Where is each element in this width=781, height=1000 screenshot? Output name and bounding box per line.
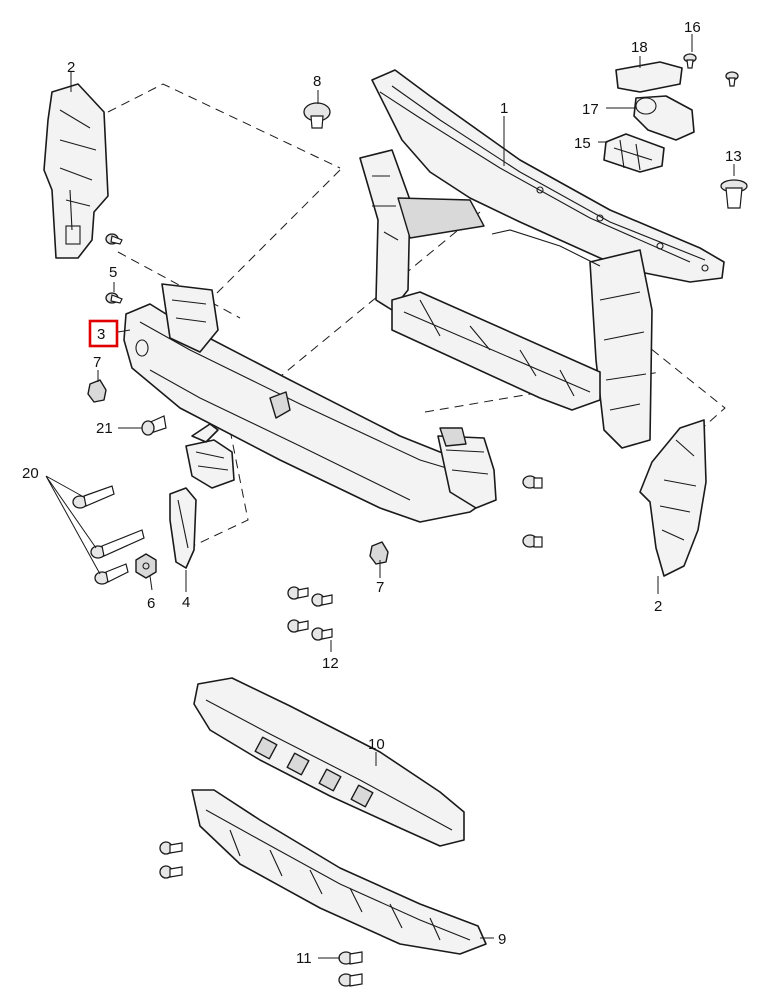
- leader-lines: [45, 34, 735, 959]
- part-12-bolt: [287, 586, 309, 600]
- part-16-screw-2: [725, 71, 739, 87]
- callout-16: 16: [684, 19, 701, 36]
- callout-15: 15: [574, 135, 591, 152]
- callout-7-left: 7: [93, 354, 101, 371]
- callout-13: 13: [725, 148, 742, 165]
- part-6-nut: [135, 553, 157, 579]
- callout-2-right: 2: [654, 598, 662, 615]
- callout-20: 20: [22, 465, 39, 482]
- part-3-bumper-reinforcement: [123, 283, 497, 523]
- callout-6: 6: [147, 595, 155, 612]
- part-12-bolt-4: [311, 627, 333, 641]
- side-bolt: [522, 475, 543, 489]
- callout-1: 1: [500, 100, 508, 117]
- part-12-bolt-2: [311, 593, 333, 607]
- part-11-bolt: [338, 951, 363, 965]
- part-12-bolt-3: [287, 619, 309, 633]
- callout-21: 21: [96, 420, 113, 437]
- part-9-lower-grille: [191, 789, 487, 955]
- part-8-screw: [303, 102, 331, 129]
- callout-3: 3: [97, 326, 105, 343]
- callout-2-left: 2: [67, 59, 75, 76]
- callout-9: 9: [498, 931, 506, 948]
- callout-7-right: 7: [376, 579, 384, 596]
- part-17-catch: [633, 95, 695, 141]
- callout-11: 11: [296, 950, 312, 967]
- grille-bolt: [159, 841, 183, 855]
- callout-17: 17: [582, 101, 599, 118]
- part-16-screw: [683, 53, 697, 69]
- part-2-air-duct-left: [43, 83, 109, 259]
- mount-bracket: [185, 423, 235, 489]
- highlight-box-part-3: [88, 319, 119, 348]
- grille-bolt-2: [159, 865, 183, 879]
- part-18-handle: [615, 61, 683, 93]
- callout-5: 5: [109, 264, 117, 281]
- part-20-bolt-3: [94, 563, 129, 585]
- callout-labels: 1 2 2 3 4 5 6 7 7 8 9 10 11 12 13 15 16 …: [22, 19, 742, 967]
- part-11-bolt-2: [338, 973, 363, 987]
- part-7-clip-nut-2: [369, 541, 389, 565]
- part-2-air-duct-right: [639, 419, 707, 577]
- part-5-bolt: [105, 233, 123, 245]
- fasteners: [72, 53, 739, 987]
- callout-10: 10: [368, 736, 385, 753]
- side-bolt-2: [522, 534, 543, 548]
- callout-18: 18: [631, 39, 648, 56]
- part-4-bracket: [169, 487, 197, 569]
- part-10-energy-absorber: [193, 677, 465, 847]
- part-20-bolt-2: [90, 529, 145, 559]
- part-21-bolt: [141, 415, 167, 436]
- callout-4: 4: [182, 594, 190, 611]
- part-13-push-clip: [720, 179, 748, 209]
- callout-8: 8: [313, 73, 321, 90]
- part-7-clip-nut: [87, 379, 107, 403]
- part-20-bolt: [72, 485, 115, 509]
- part-5-bolt-2: [105, 292, 123, 304]
- part-15-guide: [603, 133, 665, 173]
- part-1-lock-carrier: [359, 69, 725, 449]
- callout-12: 12: [322, 655, 339, 672]
